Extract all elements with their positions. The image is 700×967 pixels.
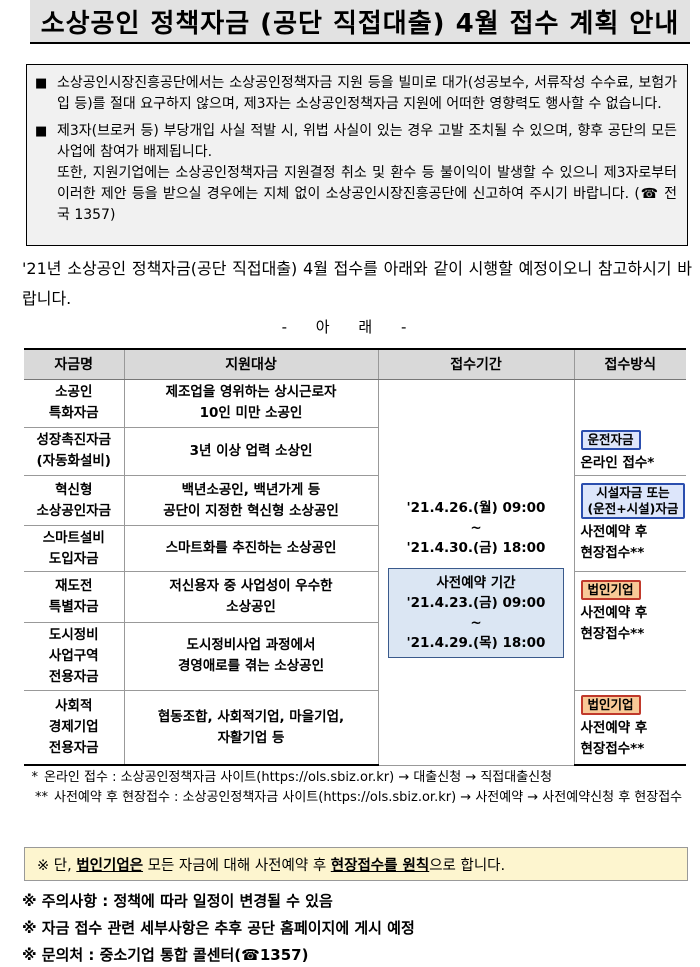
header-fund: 자금명 xyxy=(24,348,125,380)
method-cell-corporate-1: 법인기업 사전예약 후 현장접수** xyxy=(573,571,686,692)
prebook-period-box: 사전예약 기간 '21.4.23.(금) 09:00 ~ '21.4.29.(목… xyxy=(388,568,564,658)
remark-details: ※ 자금 접수 관련 세부사항은 추후 공단 홈페이지에 게시 예정 xyxy=(22,919,415,937)
footnote-1: * 온라인 접수 : 소상공인정책자금 사이트(https://ols.sbiz… xyxy=(31,770,553,785)
facility-fund-tag: 시설자금 또는(운전+시설)자금 xyxy=(580,483,686,520)
black-square-icon: ■ xyxy=(35,76,48,91)
corporate-tag: 법인기업 xyxy=(580,580,641,601)
remark-contact: ※ 문의처 : 중소기업 통합 콜센터(☎1357) xyxy=(22,946,309,964)
method-cell-corporate-2: 법인기업 사전예약 후 현장접수** xyxy=(573,690,686,767)
fund-name: 성장촉진자금(자동화설비) xyxy=(24,426,125,477)
black-square-icon: ■ xyxy=(35,124,48,139)
table-header-row: 자금명 지원대상 접수기간 접수방식 xyxy=(24,348,686,380)
footnotes: * 온라인 접수 : 소상공인정책자금 사이트(https://ols.sbiz… xyxy=(22,768,690,808)
notice-text-1: 소상공인시장진흥공단에서는 소상공인정책자금 지원 등을 빌미로 대가(성공보수… xyxy=(57,75,677,112)
below-label: - 아 래 - xyxy=(281,318,419,336)
page-title: 소상공인 정책자금 (공단 직접대출) 4월 접수 계획 안내 xyxy=(40,8,680,39)
footnote-2: ** 사전예약 후 현장접수 : 소상공인정책자금 사이트(https://ol… xyxy=(35,790,683,805)
fund-target: 협동조합, 사회적기업, 마을기업,자활기업 등 xyxy=(123,690,379,767)
remark-caution: ※ 주의사항 : 정책에 따라 일정이 변경될 수 있음 xyxy=(22,892,333,910)
table-row: 성장촉진자금(자동화설비) 3년 이상 업력 소상인 xyxy=(24,426,686,477)
remarks-list: ※ 주의사항 : 정책에 따라 일정이 변경될 수 있음 ※ 자금 접수 관련 … xyxy=(22,888,690,967)
period-end: '21.4.30.(금) 18:00 xyxy=(406,540,546,556)
method-cell-online: 운전자금 온라인 접수* xyxy=(573,378,686,476)
intro-paragraph: '21년 소상공인 정책자금(공단 직접대출) 4월 접수를 아래와 같이 시행… xyxy=(22,259,692,308)
notice-text-3: 또한, 지원기업에는 소상공인정책자금 지원결정 취소 및 환수 등 불이익이 … xyxy=(57,165,677,223)
corporate-notice-box: ※ 단, 법인기업은 모든 자금에 대해 사전예약 후 현장접수를 원칙 으로 … xyxy=(24,847,688,881)
header-method: 접수방식 xyxy=(573,348,686,380)
title-band: 소상공인 정책자금 (공단 직접대출) 4월 접수 계획 안내 xyxy=(30,0,690,44)
method-cell-facility: 시설자금 또는(운전+시설)자금 사전예약 후 현장접수** xyxy=(573,474,686,573)
corporate-tag: 법인기업 xyxy=(580,695,641,716)
notice-item-2: ■ 제3자(브로커 등) 부당개입 사실 적발 시, 위법 사실이 있는 경우 … xyxy=(35,121,677,226)
fund-target: 3년 이상 업력 소상인 xyxy=(123,426,379,477)
header-period: 접수기간 xyxy=(377,348,575,380)
notice-item-1: ■ 소상공인시장진흥공단에서는 소상공인정책자금 지원 등을 빌미로 대가(성공… xyxy=(35,73,677,115)
notice-text-2: 제3자(브로커 등) 부당개입 사실 적발 시, 위법 사실이 있는 경우 고발… xyxy=(57,123,677,160)
period-start: '21.4.26.(월) 09:00 xyxy=(406,500,546,516)
fund-target: 스마트화를 추진하는 소상공인 xyxy=(123,525,379,573)
operating-fund-tag: 운전자금 xyxy=(580,430,641,451)
warning-notice-box: ■ 소상공인시장진흥공단에서는 소상공인정책자금 지원 등을 빌미로 대가(성공… xyxy=(26,64,688,246)
header-target: 지원대상 xyxy=(123,348,379,380)
period-cell: '21.4.26.(월) 09:00 ~ '21.4.30.(금) 18:00 … xyxy=(377,378,575,766)
